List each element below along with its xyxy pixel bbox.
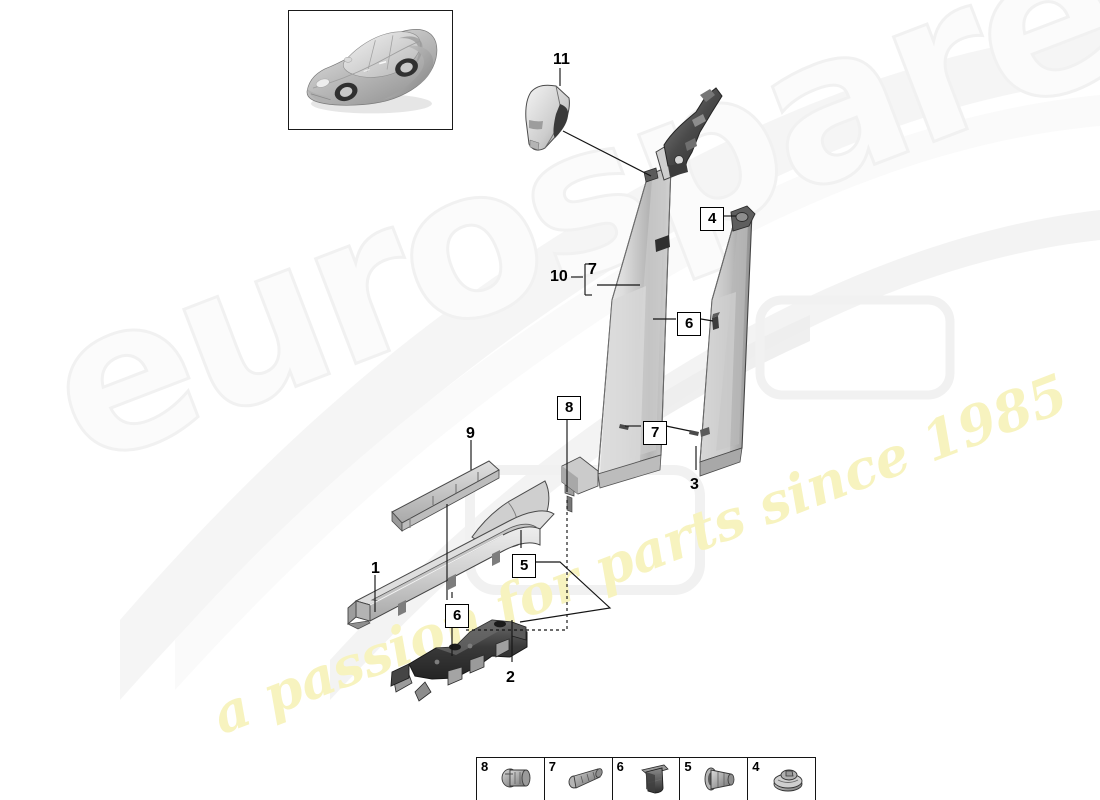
callout-2-bracket-assembly[interactable]: 2 bbox=[506, 669, 515, 686]
callout-4-nut[interactable]: 4 bbox=[700, 207, 725, 231]
tapered-screw-icon bbox=[568, 768, 603, 789]
flanged-grommet-icon bbox=[704, 767, 735, 791]
vehicle-thumbnail-box bbox=[288, 10, 453, 130]
callout-11-pillar-cover-cap[interactable]: 11 bbox=[553, 51, 570, 68]
callout-1-door-sill-trim[interactable]: 1 bbox=[371, 560, 380, 577]
clip-retainer-icon bbox=[641, 764, 670, 794]
callout-8-screw[interactable]: 8 bbox=[557, 396, 582, 420]
callout-9-sill-insert-strip[interactable]: 9 bbox=[466, 425, 475, 442]
pan-head-screw-icon bbox=[501, 768, 531, 788]
speed-nut-icon bbox=[773, 769, 803, 792]
legend-cell-6[interactable]: 6 bbox=[613, 758, 681, 800]
callout-6-clip-upper[interactable]: 6 bbox=[677, 312, 702, 336]
part-3-lower-pillar-trim bbox=[699, 205, 756, 477]
legend-cell-7[interactable]: 7 bbox=[545, 758, 613, 800]
legend-cell-8[interactable]: 8 bbox=[477, 758, 545, 800]
part-8-lower-bracket bbox=[561, 456, 599, 495]
part-2-retaining-bracket-assembly bbox=[390, 619, 528, 702]
part-11-cover-cap bbox=[525, 84, 570, 151]
fastener-legend: 8 7 6 bbox=[476, 757, 816, 800]
callout-7-screw[interactable]: 7 bbox=[643, 421, 668, 445]
legend-number-6: 6 bbox=[616, 759, 624, 774]
leader-lines bbox=[374, 68, 736, 662]
legend-number-7: 7 bbox=[548, 759, 557, 774]
legend-number-8: 8 bbox=[481, 759, 489, 774]
callout-5-grommet[interactable]: 5 bbox=[512, 554, 537, 578]
part-9-sill-insert-strip bbox=[391, 460, 500, 532]
legend-cell-5[interactable]: 5 bbox=[680, 758, 749, 800]
legend-number-4: 4 bbox=[752, 759, 760, 774]
callout-3-lower-pillar-trim[interactable]: 3 bbox=[690, 476, 699, 493]
callout-7-bracket-group[interactable]: 7 bbox=[588, 261, 597, 278]
legend-cell-4[interactable]: 4 bbox=[748, 758, 815, 800]
legend-number-5: 5 bbox=[684, 759, 692, 774]
part-1-door-sill-trim bbox=[346, 510, 555, 630]
vehicle-illustration-svg bbox=[306, 29, 438, 114]
loose-fastener-6-upper bbox=[712, 312, 720, 330]
callout-10-assembly-group[interactable]: 10 bbox=[550, 268, 568, 285]
callout-6-clip-lower[interactable]: 6 bbox=[445, 604, 470, 628]
